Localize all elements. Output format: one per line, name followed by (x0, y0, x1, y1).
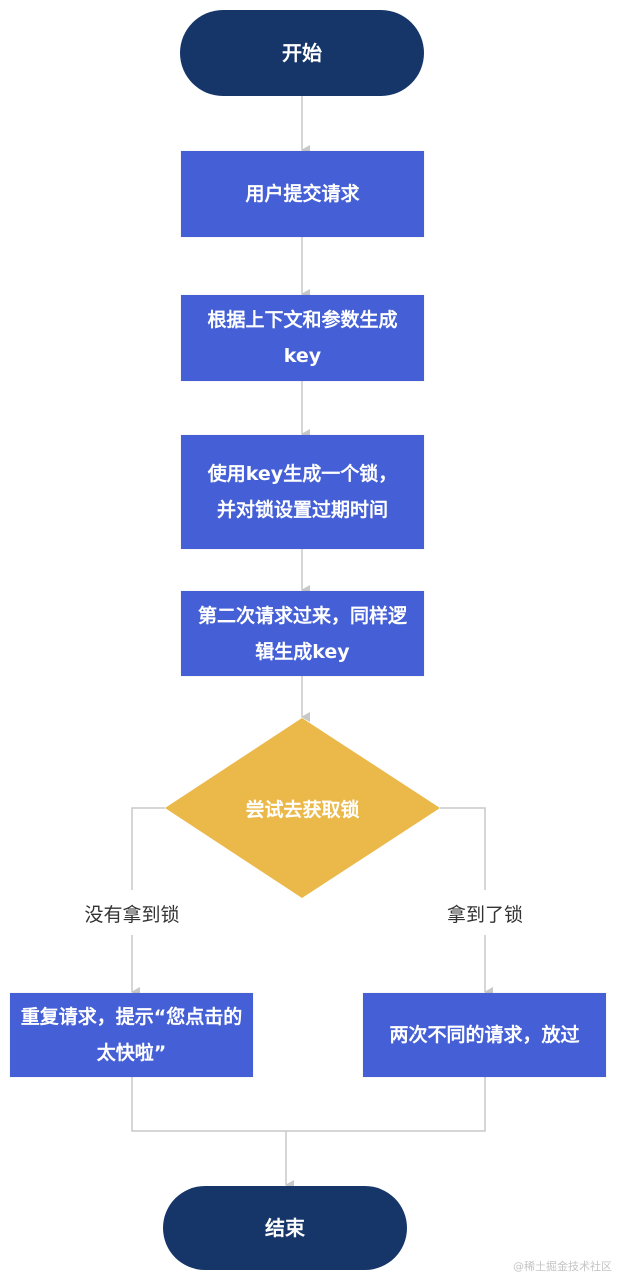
watermark: @稀土掘金技术社区 (513, 1260, 612, 1273)
end-label: 结束 (265, 1216, 305, 1240)
submit-request-label: 用户提交请求 (245, 183, 360, 205)
pass-request-label: 两次不同的请求，放过 (389, 1024, 580, 1046)
repeat-request-label: 重复请求，提示“您点击的太快啦” (20, 1006, 243, 1064)
generate-key-node: 根据上下文和参数生成key (181, 295, 424, 381)
edge-merge (131, 1077, 486, 1132)
start-node: 开始 (180, 10, 424, 96)
try-lock-label: 尝试去获取锁 (245, 798, 360, 821)
second-request-node: 第二次请求过来，同样逻辑生成key (181, 591, 424, 676)
got-lock-edge-label: 拿到了锁 (446, 904, 523, 926)
edge-decision-right (440, 807, 486, 890)
create-lock-node: 使用key生成一个锁，并对锁设置过期时间 (181, 435, 424, 549)
decision-diamond (165, 718, 440, 898)
start-label: 开始 (282, 41, 322, 65)
generate-key-label: 根据上下文和参数生成key (207, 309, 398, 367)
repeat-request-node: 重复请求，提示“您点击的太快啦” (10, 993, 253, 1077)
second-request-label: 第二次请求过来，同样逻辑生成key (197, 604, 407, 663)
end-node: 结束 (163, 1186, 407, 1270)
no-lock-edge-label: 没有拿到锁 (84, 904, 180, 926)
edge-decision-left (131, 807, 165, 890)
submit-request-node: 用户提交请求 (181, 151, 424, 237)
pass-request-node: 两次不同的请求，放过 (363, 993, 606, 1077)
create-lock-label: 使用key生成一个锁，并对锁设置过期时间 (207, 463, 398, 521)
